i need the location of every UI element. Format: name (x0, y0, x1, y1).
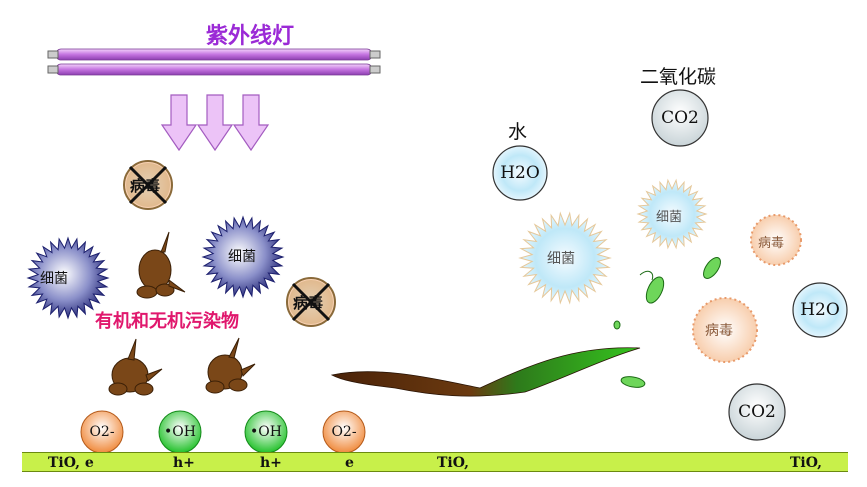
fading-virus-icon-small (750, 214, 802, 266)
bar-label-tio2-right: TiO, (790, 455, 822, 471)
superoxide-label-2: O2- (331, 424, 357, 440)
transformation-arrow-shape (330, 347, 641, 397)
hydroxyl-label-2: •OH (250, 424, 282, 440)
bar-label-tio2-middle: TiO, (437, 455, 469, 471)
pollutants-label: 有机和无机污染物 (95, 311, 239, 332)
bar-label-tio2-e: TiO, e (48, 455, 94, 471)
bacteria-spiky-icon-middle (201, 215, 285, 299)
bacteria-spiky-icon-left (26, 236, 110, 320)
organic-pollutant-icon (108, 231, 256, 396)
fading-virus-icon-large (692, 297, 758, 363)
bacteria-label-left: 细菌 (40, 271, 68, 287)
co2-molecule-icon-bottom (728, 383, 786, 441)
water-formula-top: H2O (500, 163, 540, 183)
fading-bacteria-icon-large (518, 211, 612, 305)
bar-label-e: e (345, 455, 354, 471)
fading-bacteria-label-large: 细菌 (547, 251, 575, 267)
co2-formula-top: CO2 (661, 108, 699, 128)
virus-label-top: 病毒 (130, 177, 161, 195)
superoxide-label-1: O2- (89, 424, 115, 440)
hydroxyl-label-1: •OH (164, 424, 196, 440)
bar-label-h2: h+ (260, 455, 282, 471)
water-molecule-icon-right (792, 282, 848, 338)
crossed-virus-icon-2 (286, 277, 336, 327)
microorganism-icon (613, 257, 721, 388)
fading-virus-label-small: 病毒 (758, 236, 785, 251)
water-title: 水 (508, 121, 528, 143)
crossed-virus-icon (123, 160, 173, 210)
fading-virus-label-large: 病毒 (705, 323, 733, 339)
fading-bacteria-label-small: 细菌 (656, 210, 683, 225)
water-formula-right: H2O (800, 300, 840, 320)
fading-bacteria-icon-small (636, 178, 708, 250)
water-molecule-icon-top (492, 145, 548, 201)
uv-lamp-title: 紫外线灯 (205, 24, 294, 49)
virus-label-middle: 病毒 (293, 294, 324, 312)
co2-molecule-icon-top (651, 89, 709, 147)
tio2-surface-bar (22, 452, 848, 472)
co2-formula-bottom: CO2 (738, 402, 776, 422)
uv-lamp-icon (47, 48, 381, 76)
bacteria-label-middle: 细菌 (228, 249, 256, 265)
uv-arrow-icon (160, 94, 270, 152)
co2-title: 二氧化碳 (640, 66, 717, 88)
bar-label-h1: h+ (173, 455, 195, 471)
